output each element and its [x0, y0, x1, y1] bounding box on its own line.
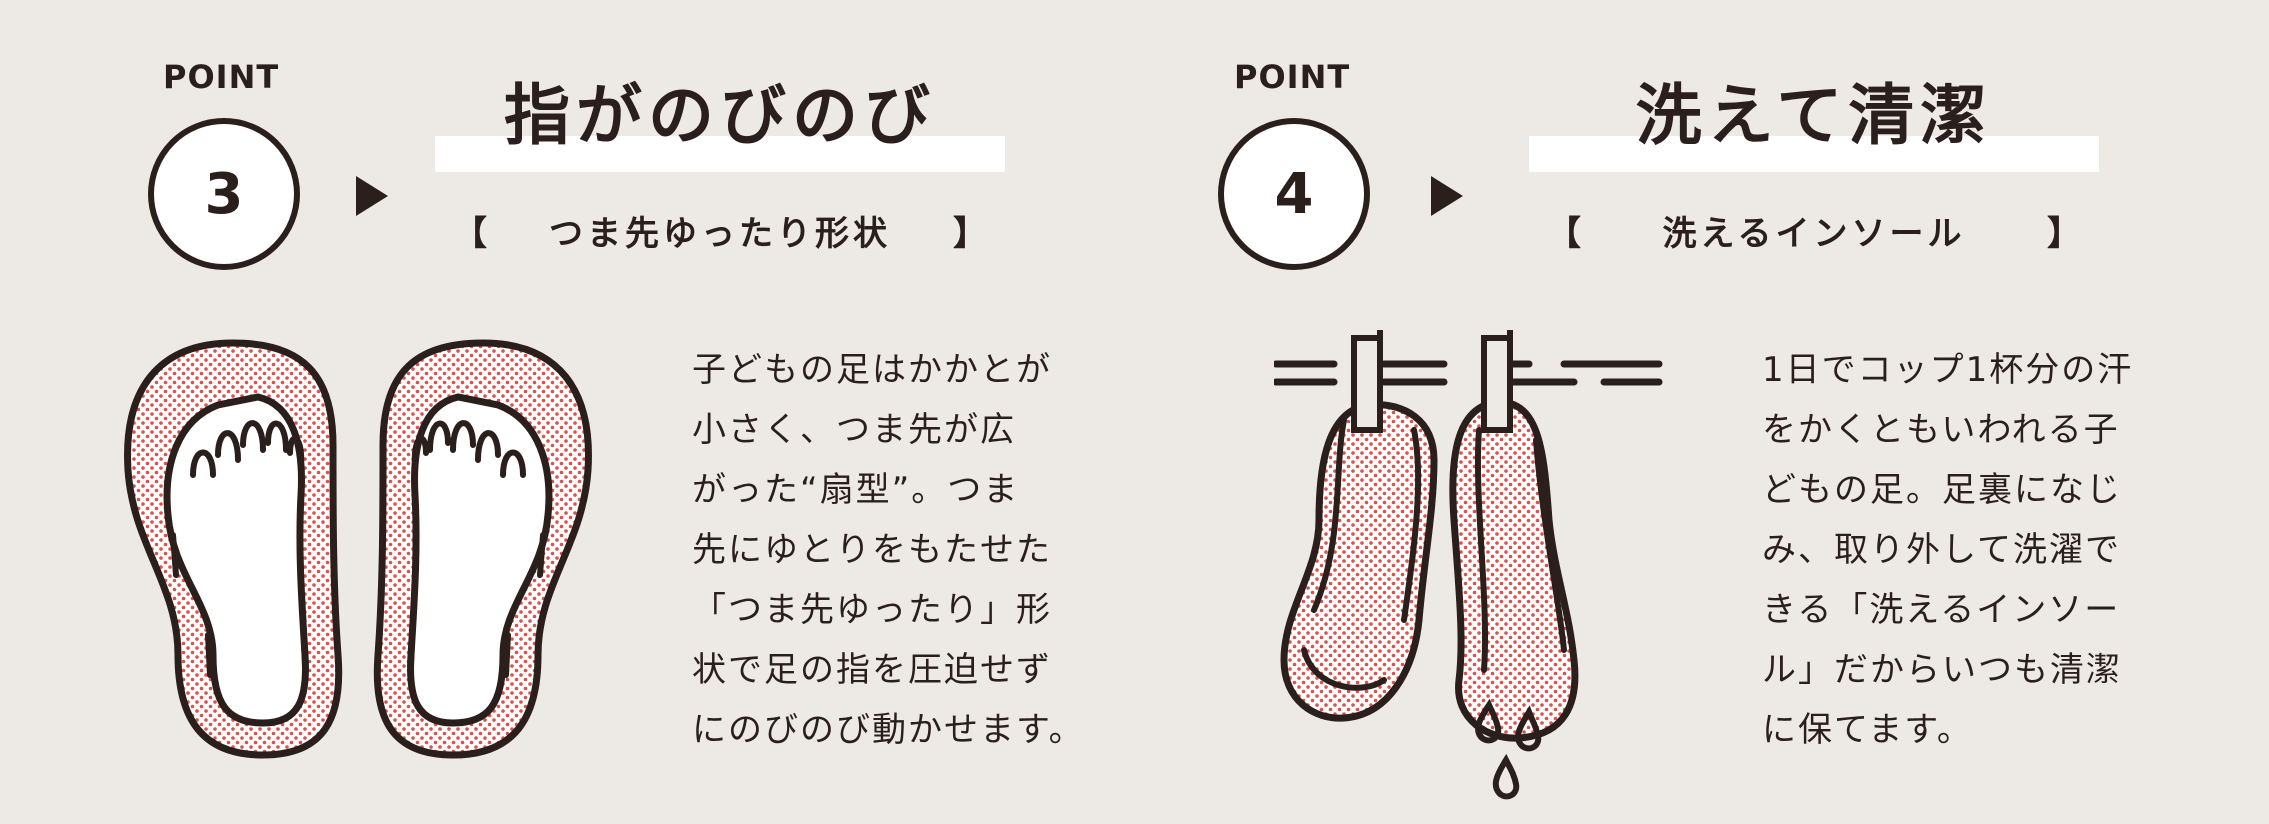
point-4-section: POINT 4 洗えて清潔 【 洗えるインソール 】: [1134, 0, 2269, 824]
description-line: をかくともいわれる子: [1762, 410, 2120, 450]
section-description: 1日でコップ1杯分の汗 をかくともいわれる子 どもの足。足裏になじ み、取り外し…: [1762, 340, 2152, 760]
subtitle-text: つま先ゆったり形状: [549, 214, 891, 254]
subtitle-text: 洗えるインソール: [1662, 214, 1966, 254]
point-number-badge: 4: [1218, 118, 1370, 270]
right-insole-icon: [373, 339, 592, 759]
description-line: 先にゆとりをもたせた: [692, 530, 1052, 570]
point-label: POINT: [1234, 58, 1351, 96]
description-line: がった“扇型”。つま: [692, 470, 1020, 510]
description-line: 子どもの足はかかとが: [692, 350, 1052, 390]
clothesline-icon: [1274, 360, 1663, 386]
clothespin-left-icon: [1351, 330, 1383, 433]
section-subtitle: 【 洗えるインソール 】: [1529, 206, 2099, 255]
subtitle-open-bracket: 【: [453, 214, 487, 254]
description-line: にのびのび動かせます。: [692, 710, 1085, 750]
description-line: きる「洗えるインソー: [1762, 590, 2121, 630]
water-drop-icon: [1475, 698, 1542, 800]
hanging-insoles-icon: [1274, 330, 1663, 800]
description-line: み、取り外して洗濯で: [1762, 530, 2121, 570]
description-line: に保てます。: [1762, 710, 1973, 750]
description-line: 「つま先ゆったり」形: [692, 590, 1052, 630]
description-line: ル」だからいつも清潔: [1762, 650, 2122, 690]
subtitle-close-bracket: 】: [2047, 214, 2081, 254]
hanging-insole-right-icon: [1449, 398, 1579, 742]
subtitle-close-bracket: 】: [953, 214, 987, 254]
description-line: どもの足。足裏になじ: [1762, 470, 2122, 510]
point-number-badge: 3: [148, 118, 300, 270]
arrow-right-icon: [356, 176, 388, 216]
section-subtitle: 【 つま先ゆったり形状 】: [435, 206, 1005, 255]
description-line: 状で足の指を圧迫せず: [692, 650, 1052, 690]
description-line: 1日でコップ1杯分の汗: [1762, 350, 2134, 390]
subtitle-open-bracket: 【: [1547, 214, 1581, 254]
insole-pair-icon: [124, 339, 592, 759]
section-title: 洗えて清潔: [1635, 77, 1993, 154]
section-title: 指がのびのび: [504, 77, 936, 154]
title-highlight-bar: [1529, 136, 2099, 172]
title-highlight-bar: [435, 136, 1005, 172]
hanging-insole-left-icon: [1280, 401, 1438, 722]
description-line: 小さく、つま先が広: [692, 410, 1016, 450]
point-3-section: POINT 3 指がのびのび 【 つま先ゆったり形状 】 子どもの足はかかとが …: [0, 0, 1134, 824]
left-insole-icon: [124, 339, 343, 759]
clothespin-right-icon: [1481, 330, 1513, 433]
section-description: 子どもの足はかかとが 小さく、つま先が広 がった“扇型”。つま 先にゆとりをもた…: [692, 340, 1085, 760]
arrow-right-icon: [1431, 176, 1463, 216]
point-label: POINT: [163, 58, 280, 96]
